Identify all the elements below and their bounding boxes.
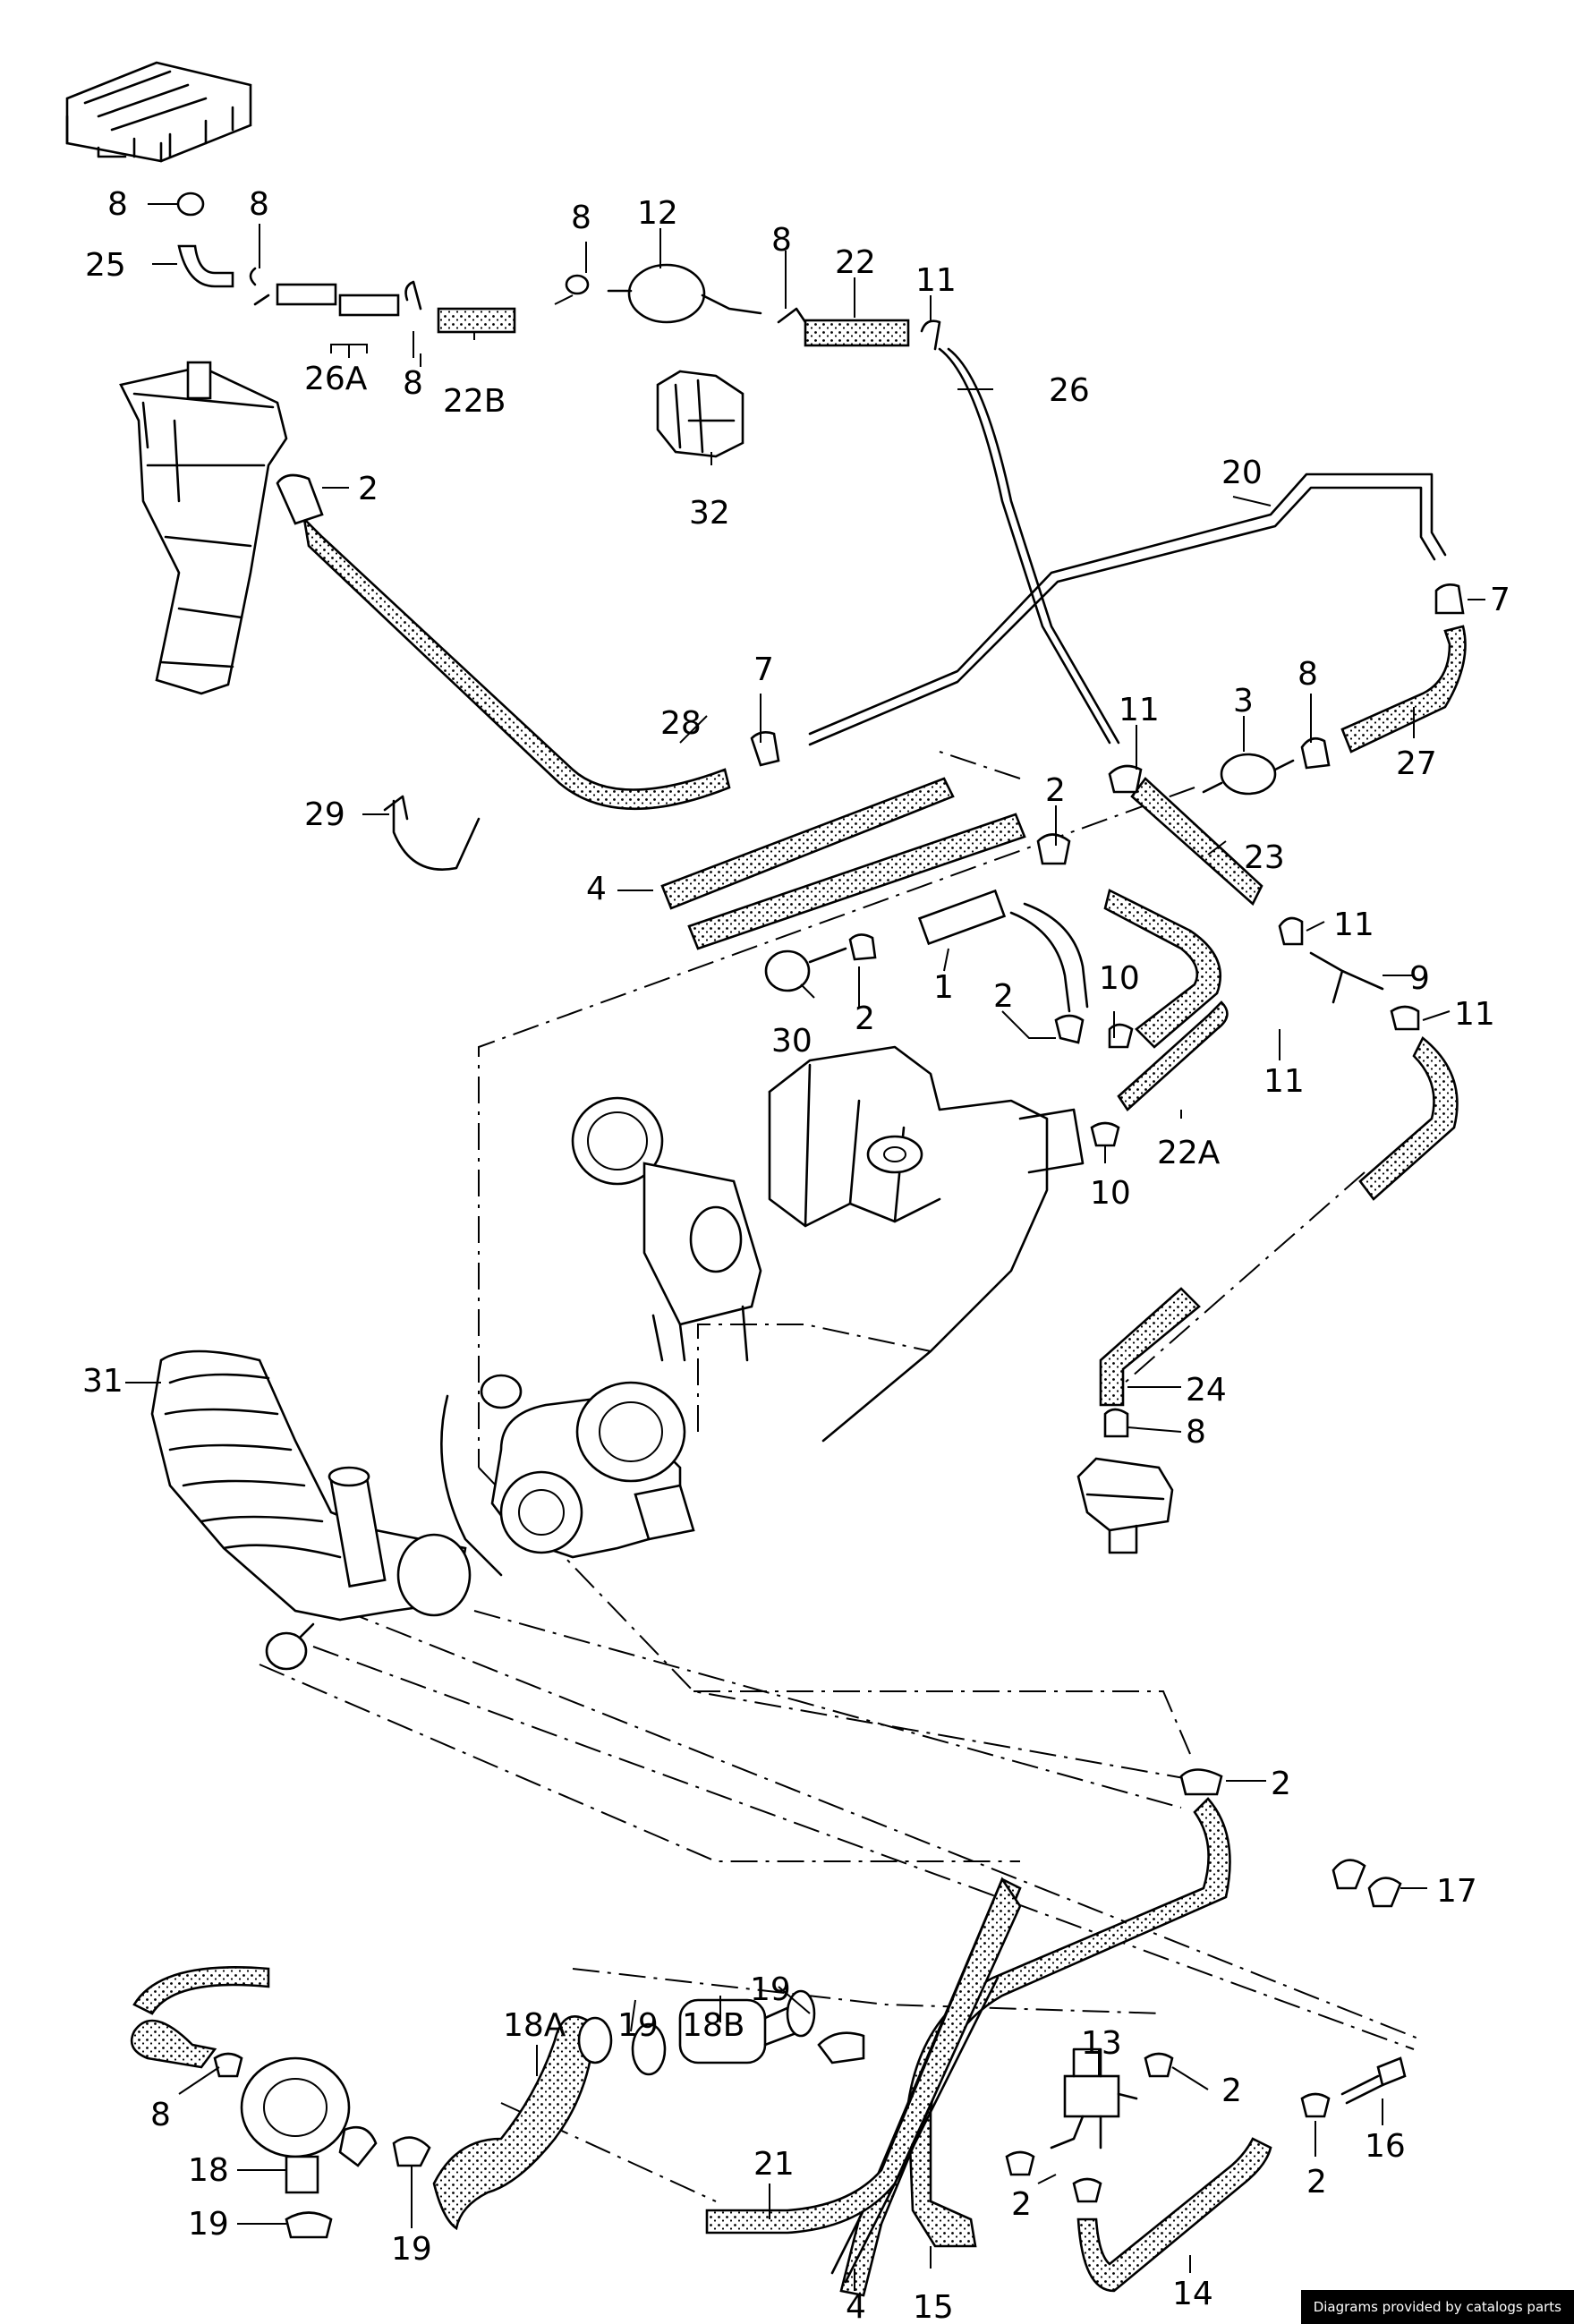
hose-mid: [1103, 889, 1221, 1049]
part-label: 22B: [443, 383, 506, 420]
hose-28: [302, 515, 731, 811]
part-label: 12: [637, 195, 678, 232]
part-label: 27: [1396, 745, 1437, 782]
part-label: 3: [1233, 683, 1254, 719]
part-label: 19: [617, 2007, 659, 2044]
part-label: 8: [249, 186, 269, 223]
part-label: 16: [1365, 2128, 1406, 2165]
part-label: 18A: [503, 2007, 566, 2044]
part-label: 8: [571, 200, 591, 236]
line-26: [938, 347, 1111, 745]
part-label: 10: [1099, 960, 1140, 997]
part-label: 2: [1011, 2186, 1032, 2223]
part-label: 8: [1186, 1414, 1206, 1451]
hose-24: [1099, 1287, 1201, 1407]
part-label: 23: [1244, 839, 1285, 876]
part-label: 26A: [304, 361, 368, 397]
part-label: 18B: [682, 2007, 745, 2044]
hose-14: [1076, 2137, 1272, 2293]
valve-18-group: [130, 1966, 431, 2239]
part-label: 8: [771, 222, 792, 259]
part-label: 31: [82, 1363, 123, 1400]
part-label: 4: [586, 871, 607, 907]
part-label: 7: [1490, 582, 1510, 618]
part-label: 26: [1049, 372, 1090, 409]
hose-15: [906, 1797, 1231, 2248]
pressure-regulator: [1076, 1457, 1174, 1554]
hose-22a: [1117, 1000, 1229, 1111]
part-label: 11: [915, 262, 957, 299]
part-label: 10: [1090, 1175, 1131, 1212]
line-20: [808, 472, 1447, 746]
part-label: 19: [391, 2231, 432, 2268]
part-label: 8: [403, 365, 423, 402]
part-label: 2: [855, 1000, 875, 1037]
part-label: 28: [660, 705, 702, 742]
hose-18a: [432, 2015, 613, 2231]
part-label: 11: [1119, 692, 1160, 728]
upper-hose-line: [176, 192, 941, 351]
part-label: 18: [188, 2152, 229, 2189]
part-label: 2: [1271, 1766, 1291, 1802]
valve-12: [627, 263, 706, 324]
part-label: 20: [1221, 455, 1263, 491]
part-label: 11: [1333, 907, 1374, 943]
hose-23: [1130, 777, 1263, 907]
part-label: 13: [1081, 2025, 1122, 2062]
part-label: 2: [993, 978, 1014, 1015]
clamp-19: [817, 2031, 865, 2064]
part-label: 2: [1221, 2073, 1242, 2109]
part-label: 24: [1186, 1372, 1227, 1409]
part-label: 29: [304, 796, 345, 833]
part-label: 30: [771, 1023, 813, 1060]
part-label: 8: [107, 186, 128, 223]
valve-13-group: [1005, 2047, 1174, 2203]
clamps-17: [1332, 1859, 1402, 1908]
part-label: 1: [933, 969, 954, 1006]
charcoal-canister: [119, 361, 288, 695]
part-label: 14: [1172, 2276, 1213, 2312]
part-label: 8: [1297, 656, 1318, 693]
part-label: 22: [835, 244, 876, 281]
part-label: 17: [1436, 1873, 1477, 1910]
part-label: 8: [150, 2097, 171, 2133]
sensor-16: [1340, 2056, 1407, 2105]
connector-block: [65, 61, 252, 163]
part-label: 9: [1409, 960, 1430, 997]
part-1-30: [764, 889, 1089, 1044]
valve-3-group: [1202, 583, 1467, 796]
cap-32: [656, 370, 744, 458]
hose-4-upper: [660, 777, 955, 910]
turbocharger: [440, 1374, 695, 1577]
part-label: 2: [1045, 772, 1066, 809]
hose-right: [1358, 1035, 1459, 1201]
leader-lines: [125, 203, 1485, 2291]
part-label: 2: [1306, 2164, 1327, 2201]
part-labels: 8 8 8 12 8 22 11 25 26A 8 22B 26 32 2 20…: [82, 186, 1510, 2324]
clip-29: [392, 799, 481, 871]
credit-badge: Diagrams provided by catalogs parts: [1300, 2290, 1574, 2324]
part-label: 32: [689, 495, 730, 532]
part-label: 4: [846, 2289, 866, 2324]
part-label: 11: [1454, 996, 1495, 1033]
hose-21: [705, 1877, 1022, 2235]
part-label: 22A: [1157, 1135, 1221, 1171]
clamp-8: [176, 192, 205, 217]
part-label: 19: [188, 2206, 229, 2243]
part-label: 25: [85, 247, 126, 284]
part-label: 15: [913, 2289, 954, 2324]
intake-manifold: [768, 1045, 1085, 1443]
part-label: 2: [358, 471, 379, 507]
part-label: 21: [753, 2146, 795, 2183]
routing-lines: [259, 294, 1424, 2202]
intake-hose-31: [150, 1349, 472, 1671]
part-label: 7: [753, 651, 774, 688]
part-label: 11: [1263, 1063, 1305, 1100]
t-piece-9: [1278, 916, 1420, 1031]
part-label: 19: [750, 1971, 791, 2008]
throttle-body: [571, 1096, 762, 1362]
